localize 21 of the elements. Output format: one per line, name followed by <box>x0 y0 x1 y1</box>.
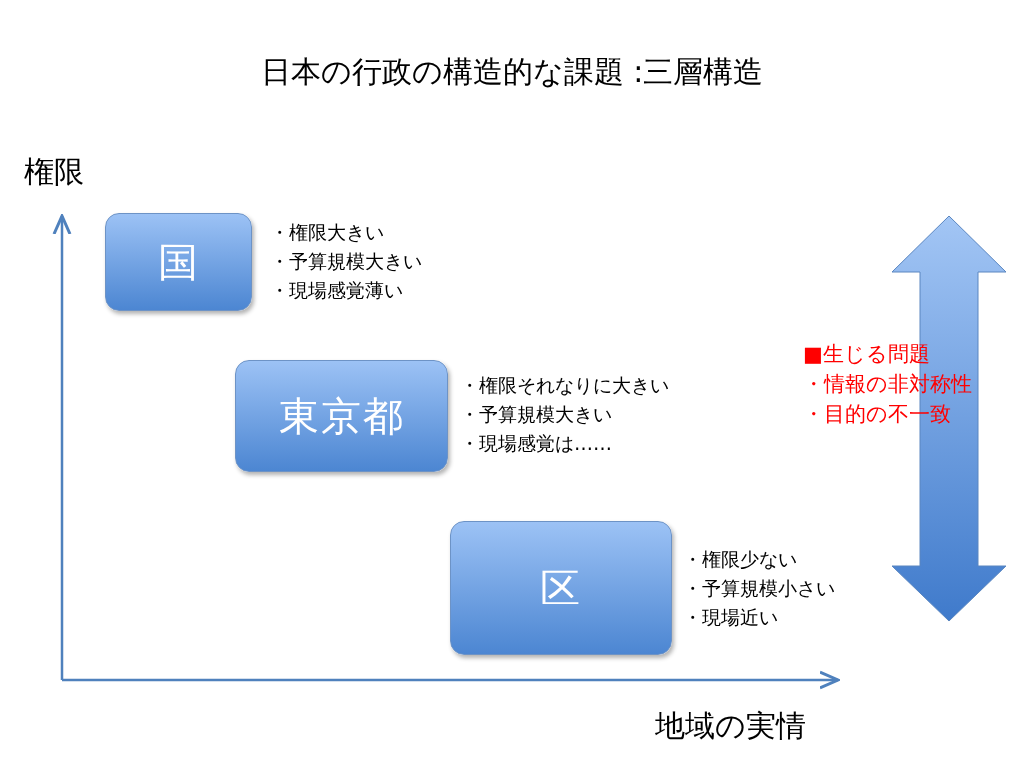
box-label: 区 <box>540 563 582 613</box>
bullet-text: ・権限それなりに大きい <box>460 373 669 398</box>
bullet-text: ・現場近い <box>683 605 778 630</box>
bullet-text: ・予算規模小さい <box>683 576 835 601</box>
title: 日本の行政の構造的な課題 :三層構造 <box>259 53 765 91</box>
rounded-box <box>235 360 448 472</box>
bullet-text: ・現場感覚薄い <box>270 278 403 303</box>
note-heading: ■生じる問題 <box>803 341 930 368</box>
rounded-box <box>450 521 672 655</box>
rounded-box <box>105 213 252 311</box>
bullet-text: ・予算規模大きい <box>270 249 422 274</box>
note-text: ・目的の不一致 <box>803 401 951 428</box>
bullet-text: ・予算規模大きい <box>460 402 612 427</box>
bullet-text: ・現場感覚は…… <box>460 431 612 456</box>
box-label: 国 <box>157 237 200 287</box>
axis-label: 地域の実情 <box>655 707 806 745</box>
box-label: 東京都 <box>278 391 405 441</box>
axis-label: 権限 <box>24 153 84 191</box>
note-text: ・情報の非対称性 <box>803 371 972 398</box>
bullet-text: ・権限大きい <box>270 220 384 245</box>
bullet-text: ・権限少ない <box>683 547 797 572</box>
